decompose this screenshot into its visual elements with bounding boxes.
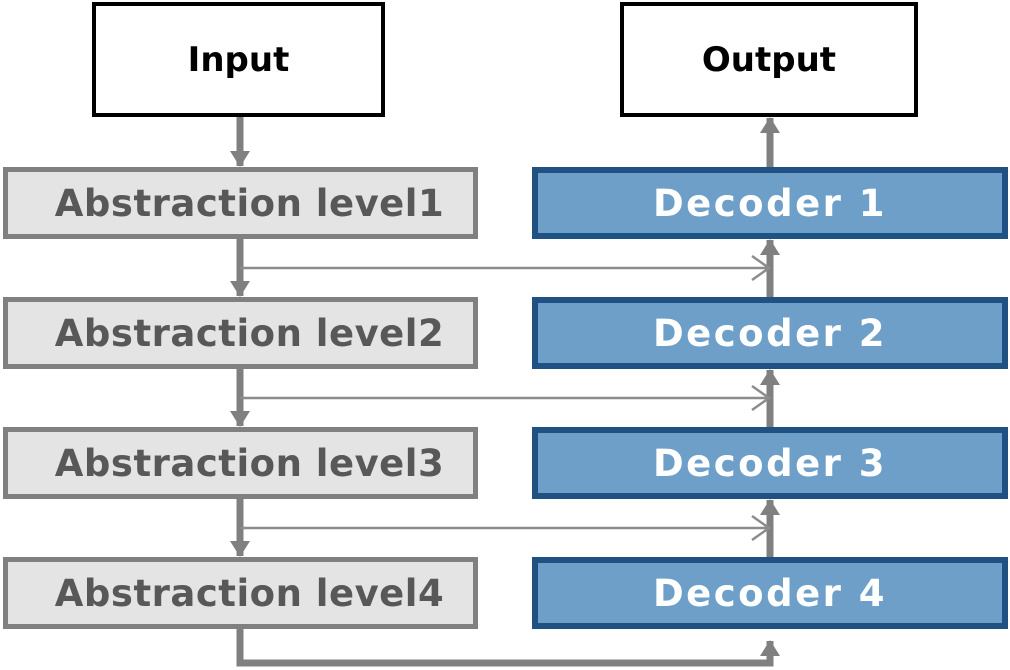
decoder-2-label: Decoder 2 — [652, 311, 888, 355]
edge-skip-abs1-to-dec1 — [240, 254, 772, 282]
edge-skip-abs3-to-dec3 — [240, 514, 772, 542]
decoder-3-label: Decoder 3 — [652, 441, 888, 485]
decoder-4-label: Decoder 4 — [652, 571, 888, 615]
abstraction-level-3-box[interactable]: Abstraction level3 — [3, 427, 478, 499]
abstraction-level-2-box[interactable]: Abstraction level2 — [3, 297, 478, 369]
abstraction-level-1-box[interactable]: Abstraction level1 — [3, 167, 478, 239]
decoder-1-label: Decoder 1 — [652, 181, 888, 225]
abstraction-level-4-label: Abstraction level4 — [54, 571, 445, 615]
abstraction-level-3-label: Abstraction level3 — [54, 441, 445, 485]
edge-skip-abs2-to-dec2 — [240, 384, 772, 412]
abstraction-level-1-label: Abstraction level1 — [54, 181, 445, 225]
decoder-3-box[interactable]: Decoder 3 — [532, 427, 1008, 499]
abstraction-level-4-box[interactable]: Abstraction level4 — [3, 557, 478, 629]
edge-skip-abs4-to-dec4 — [236, 629, 780, 667]
decoder-2-box[interactable]: Decoder 2 — [532, 297, 1008, 369]
input-box-label: Input — [187, 39, 290, 80]
input-box[interactable]: Input — [92, 2, 385, 117]
output-box-label: Output — [701, 39, 837, 80]
abstraction-level-2-label: Abstraction level2 — [54, 311, 445, 355]
decoder-1-box[interactable]: Decoder 1 — [532, 167, 1008, 239]
decoder-4-box[interactable]: Decoder 4 — [532, 557, 1008, 629]
output-box[interactable]: Output — [620, 2, 918, 117]
